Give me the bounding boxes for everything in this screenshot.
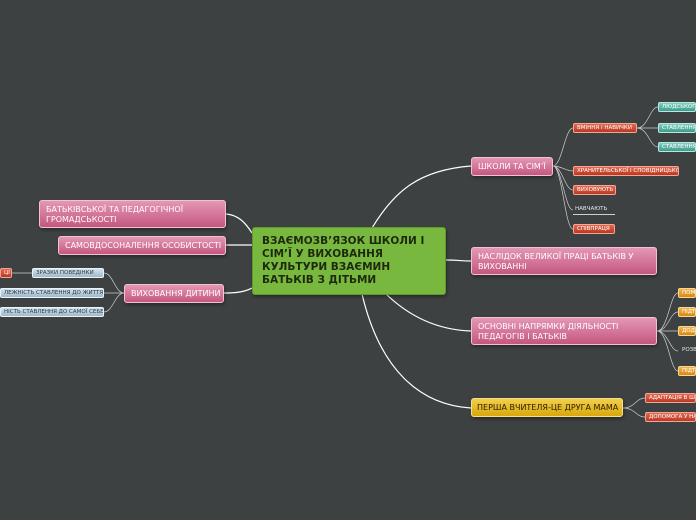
subtopic-skills[interactable]: ВМІННЯ І НАВИЧКИ: [573, 123, 637, 133]
subtopic-coop[interactable]: СПІВПРАЦЯ: [573, 224, 615, 234]
direction-item-1[interactable]: ПОМ: [678, 288, 696, 298]
branch-directions[interactable]: ОСНОВНІ НАПРЯМКИ ДІЯЛЬНОСТІ ПЕДАГОГІВ І …: [471, 317, 657, 345]
child-item-attitude[interactable]: ЛЕЖНІСТЬ СТАВЛЕННЯ ДО ЖИТТЯ: [0, 288, 104, 298]
subtopic-human[interactable]: ЛЮДСЬКОГО: [658, 102, 696, 112]
child-item-behavior[interactable]: ЗРАЗКИ ПОВЕДІНКИ: [32, 268, 104, 278]
link-result: [445, 259, 472, 262]
link-school-family: [371, 165, 472, 229]
teacher-item-help[interactable]: ДОПОМОГА У НА: [645, 412, 696, 422]
subtopic-attitude-2[interactable]: СТАВЛЕННЯ: [658, 142, 696, 152]
direction-item-4[interactable]: РОЗВ: [682, 347, 696, 353]
direction-item-3[interactable]: ДОДА: [678, 326, 696, 336]
direction-item-5[interactable]: ПІДТ: [678, 366, 696, 376]
subtopic-guard[interactable]: ХРАНИТЕЛЬСЬКОЇ І СПОВІДНИЦЬКОЇ: [573, 166, 679, 176]
child-item-left[interactable]: ЦІ: [0, 268, 12, 278]
branch-school-family[interactable]: ШКОЛИ ТА СІМ’Ї: [471, 157, 553, 176]
subtopic-attitude-1[interactable]: СТАВЛЕННЯ: [658, 123, 696, 133]
subtopic-teach[interactable]: НАВЧАЮТЬ: [573, 205, 615, 215]
teacher-item-adaptation[interactable]: АДАПТАЦІЯ В Ш: [645, 393, 696, 403]
link-teacher: [361, 293, 472, 409]
branch-child[interactable]: ВИХОВАННЯ ДИТИНИ: [124, 284, 224, 303]
link-community: [225, 213, 253, 234]
child-item-self-attitude[interactable]: НІСТЬ СТАВЛЕННЯ ДО САМОЇ СЕБЕ: [0, 307, 104, 317]
branch-self[interactable]: САМОВДОСОНАЛЕННЯ ОСОБИСТОСТІ: [58, 236, 226, 255]
subtopic-raise[interactable]: ВИХОВУЮТЬ: [573, 185, 616, 195]
branch-teacher[interactable]: ПЕРША ВЧИТЕЛЯ-ЦЕ ДРУГА МАМА: [471, 398, 623, 417]
link-child: [223, 287, 253, 294]
link-directions: [383, 291, 472, 332]
direction-item-2[interactable]: ПІДТ: [678, 307, 696, 317]
branch-community[interactable]: БАТЬКІВСЬКОЇ ТА ПЕДАГОГІЧНОЇ ГРОМАДСЬКОС…: [39, 200, 226, 228]
central-topic[interactable]: ВЗАЄМОЗВ’ЯЗОК ШКОЛИ І СІМ’Ї У ВИХОВАННЯ …: [252, 227, 446, 295]
branch-result[interactable]: НАСЛІДОК ВЕЛИКОЇ ПРАЦІ БАТЬКІВ У ВИХОВАН…: [471, 247, 657, 275]
